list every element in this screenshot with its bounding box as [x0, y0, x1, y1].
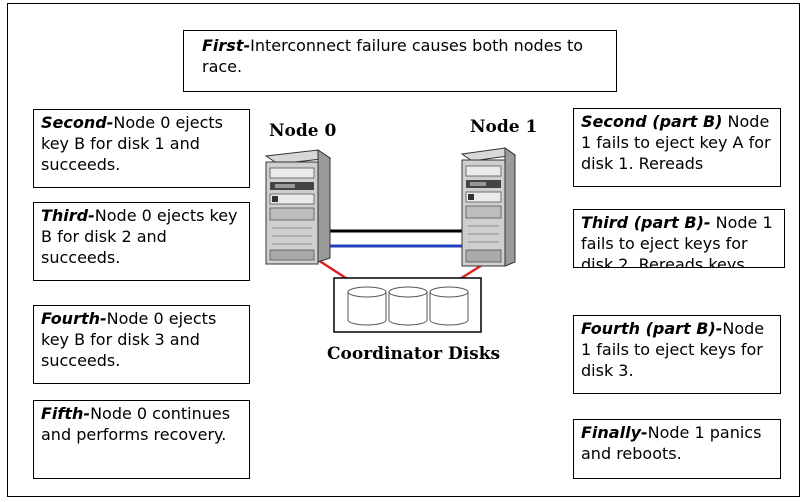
step-text: Node 0 ejects key B for disk 3 and succe…	[41, 309, 217, 370]
step-text: Node 0 continues and performs recovery.	[41, 404, 231, 444]
step-heading: Second-	[41, 113, 114, 132]
coordinator-disks-icon	[333, 277, 482, 333]
step-heading: First-	[202, 36, 251, 55]
step-text: Node 1 fails to eject key A for disk 1. …	[581, 112, 771, 173]
disk-2-icon	[388, 286, 428, 326]
step-third-box: Third-Node 0 ejects key B for disk 2 and…	[33, 202, 250, 281]
server-node-0-icon	[264, 149, 332, 265]
step-finally-box: Finally-Node 1 panics and reboots.	[573, 419, 781, 479]
step-fifth-box: Fifth-Node 0 continues and performs reco…	[33, 400, 250, 479]
step-fourth-box: Fourth-Node 0 ejects key B for disk 3 an…	[33, 305, 250, 384]
step-fourth-part-b-box: Fourth (part B)-Node 1 fails to eject ke…	[573, 315, 781, 394]
step-text: Node 1 fails to eject keys for disk 2. R…	[581, 213, 773, 268]
step-heading: Second (part B)	[581, 112, 723, 131]
disk-3-icon	[429, 286, 469, 326]
step-heading: Fourth (part B)-	[581, 319, 723, 338]
step-text: Interconnect failure causes both nodes t…	[202, 36, 584, 76]
server-node-1-icon	[460, 147, 517, 267]
step-heading: Fifth-	[41, 404, 91, 423]
step-heading: Fourth-	[41, 309, 107, 328]
node-1-label: Node 1	[470, 117, 538, 137]
node-0-label: Node 0	[269, 121, 337, 141]
step-second-box: Second-Node 0 ejects key B for disk 1 an…	[33, 109, 250, 188]
step-text: Node 1 panics and reboots.	[581, 423, 762, 463]
step-text: Node 0 ejects key B for disk 2 and succe…	[41, 206, 238, 267]
step-heading: Third (part B)-	[581, 213, 711, 232]
step-second-part-b-box: Second (part B) Node 1 fails to eject ke…	[573, 108, 781, 187]
step-heading: Finally-	[581, 423, 648, 442]
step-heading: Third-	[41, 206, 95, 225]
step-third-part-b-box: Third (part B)- Node 1 fails to eject ke…	[573, 209, 785, 268]
step-first-box: First-Interconnect failure causes both n…	[183, 30, 617, 92]
step-text: Node 1 fails to eject keys for disk 3.	[581, 319, 765, 380]
coordinator-disks-label: Coordinator Disks	[327, 344, 501, 364]
disk-1-icon	[347, 286, 387, 326]
step-text: Node 0 ejects key B for disk 1 and succe…	[41, 113, 223, 174]
